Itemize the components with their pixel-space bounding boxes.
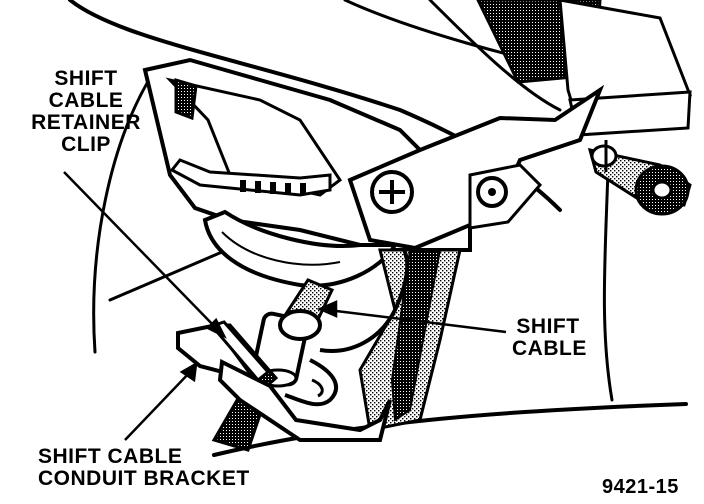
shift-cable-label: SHIFT CABLE <box>512 315 587 360</box>
lower-left-outline <box>92 68 157 354</box>
figure-number: 9421-15 <box>602 476 679 498</box>
right-floor-edge <box>602 168 614 402</box>
bracket-screw <box>370 170 414 214</box>
retainer-clip-label-line-1: SHIFT <box>54 67 118 90</box>
arrow-conduit-bracket <box>179 361 198 383</box>
tunnel-edge <box>390 249 442 422</box>
conduit-bracket-label-line-1: SHIFT CABLE <box>38 445 183 468</box>
retainer-clip-label-line-2: CABLE <box>48 89 124 112</box>
retainer-clip-label-line-3: RETAINER <box>31 111 141 134</box>
column-boot <box>202 209 399 288</box>
boot-detail <box>221 231 341 266</box>
conduit-bracket-label-line-2: CONDUIT BRACKET <box>38 467 250 490</box>
leader-lines <box>63 171 507 441</box>
shift-cable <box>319 249 410 353</box>
conduit-bracket-label: SHIFT CABLE CONDUIT BRACKET <box>38 446 250 490</box>
shift-cable-label-line-2: CABLE <box>512 337 587 360</box>
housing-tab <box>174 77 198 121</box>
housing-teeth <box>240 180 306 195</box>
retainer-clip-label-line-4: CLIP <box>61 133 111 156</box>
arrow-retainer-clip <box>205 317 227 339</box>
leader-shift-cable <box>327 308 507 334</box>
retainer-clip-label: SHIFT CABLE RETAINER CLIP <box>26 68 146 156</box>
shift-cable-label-line-1: SHIFT <box>516 315 580 338</box>
arrow-shift-cable <box>316 300 338 318</box>
retainer-clip-part <box>209 320 271 383</box>
floor-line <box>212 402 688 457</box>
top-right-edge-2 <box>428 0 562 112</box>
arm-bracket <box>347 84 605 251</box>
leader-retainer-clip <box>63 171 219 331</box>
pivot-bolt <box>476 176 508 208</box>
adjuster-knob <box>587 140 692 216</box>
leader-conduit-bracket <box>124 369 193 441</box>
